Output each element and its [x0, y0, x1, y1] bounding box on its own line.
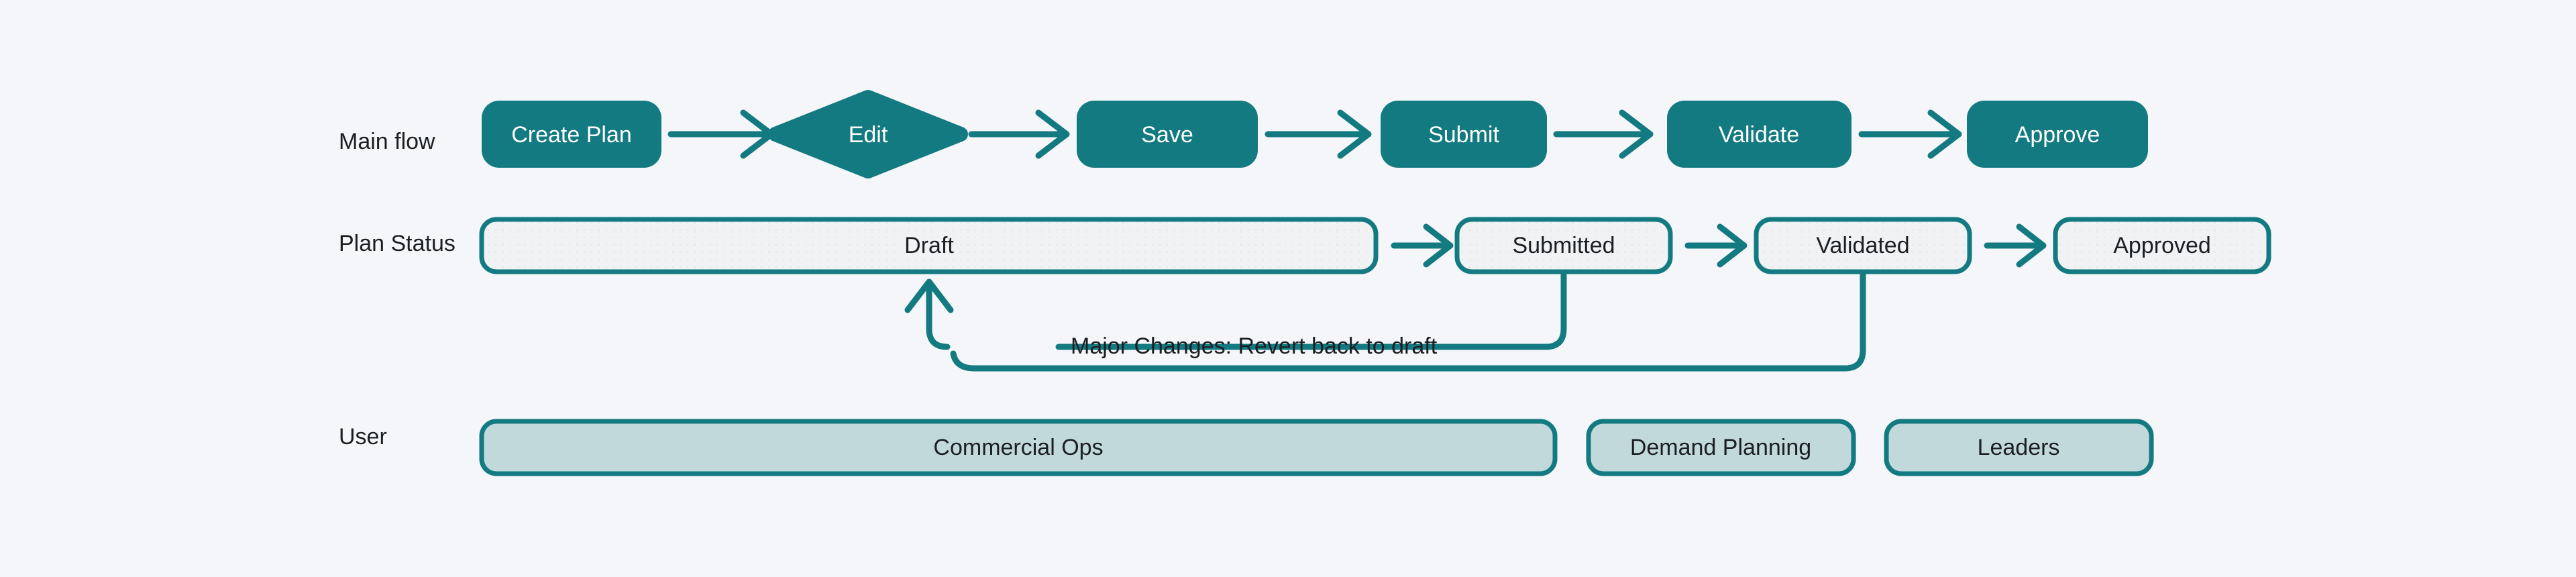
node-submitted[interactable]: Submitted	[1454, 217, 1673, 274]
row-label-user: User	[339, 424, 387, 450]
feedback-loop-validated-to-draft	[950, 270, 1866, 372]
arrow-validate-to-approve	[1858, 109, 1962, 159]
create-plan-label: Create Plan	[511, 122, 632, 148]
arrow-submit-to-validate	[1553, 109, 1654, 159]
node-approved[interactable]: Approved	[2053, 217, 2271, 274]
save-label: Save	[1141, 122, 1193, 148]
approve-shape[interactable]	[1967, 101, 2148, 168]
node-submit[interactable]: Submit	[1381, 101, 1547, 168]
feedback-label: Major Changes: Revert back to draft	[1071, 333, 1438, 359]
node-draft[interactable]: Draft	[479, 217, 1379, 274]
submitted-label: Submitted	[1512, 233, 1615, 258]
arrow-draft-to-submitted	[1391, 223, 1454, 268]
validate-label: Validate	[1719, 122, 1799, 148]
commercial-ops-label: Commercial Ops	[933, 435, 1103, 460]
demand-planning-shape[interactable]	[1586, 419, 1856, 476]
feedback-loop-submitted-to-draft	[904, 270, 1567, 350]
create-plan-shape[interactable]	[482, 101, 661, 168]
arrow-validated-to-approved	[1984, 223, 2047, 268]
node-create-plan[interactable]: Create Plan	[482, 101, 661, 168]
approved-shape[interactable]	[2053, 217, 2271, 274]
node-demand-planning[interactable]: Demand Planning	[1586, 419, 1856, 476]
node-edit[interactable]: Edit	[768, 90, 968, 178]
leaders-label: Leaders	[1978, 435, 2060, 460]
node-validated[interactable]: Validated	[1754, 217, 1972, 274]
node-leaders[interactable]: Leaders	[1884, 419, 2154, 476]
demand-planning-label: Demand Planning	[1630, 435, 1811, 460]
submit-label: Submit	[1428, 122, 1499, 148]
node-save[interactable]: Save	[1077, 101, 1258, 168]
node-commercial-ops[interactable]: Commercial Ops	[479, 419, 1558, 476]
arrow-submitted-to-validated	[1684, 223, 1748, 268]
arrow-save-to-submit	[1265, 109, 1372, 159]
node-approve[interactable]: Approve	[1967, 101, 2148, 168]
approved-label: Approved	[2113, 233, 2211, 258]
leaders-shape[interactable]	[1884, 419, 2154, 476]
node-validate[interactable]: Validate	[1667, 101, 1851, 168]
validate-shape[interactable]	[1667, 101, 1851, 168]
edit-shape[interactable]	[768, 90, 968, 178]
row-label-main-flow: Main flow	[339, 129, 435, 154]
draft-label: Draft	[904, 233, 954, 258]
validated-label: Validated	[1816, 233, 1909, 258]
edit-label: Edit	[849, 122, 888, 148]
arrow-edit-to-save	[968, 109, 1070, 159]
approve-label: Approve	[2015, 122, 2100, 148]
save-shape[interactable]	[1077, 101, 1258, 168]
draft-shape[interactable]	[479, 217, 1379, 274]
commercial-ops-shape[interactable]	[479, 419, 1558, 476]
submit-shape[interactable]	[1381, 101, 1547, 168]
row-label-plan-status: Plan Status	[339, 231, 455, 256]
